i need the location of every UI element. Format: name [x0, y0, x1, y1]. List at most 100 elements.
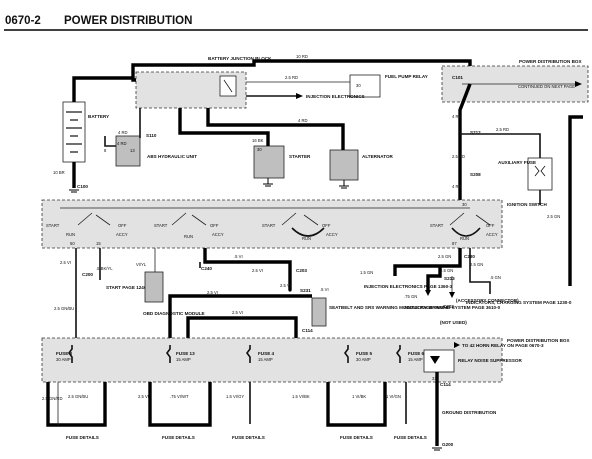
- wire-label: 1 VI/GN: [386, 394, 401, 399]
- pin-label: 13: [130, 148, 135, 153]
- switch-contact-4: [449, 212, 491, 226]
- wire-battery-positive: [72, 76, 133, 102]
- obd-diagnostic-module: [144, 271, 164, 303]
- wire-abs-2: [104, 136, 116, 147]
- page-code: 0670-2: [5, 15, 41, 27]
- horn-relay-label: TO 42 HORN RELAY ON PAGE 0670-3: [462, 343, 544, 348]
- power-distribution-box-top: [441, 65, 589, 103]
- accessory-label: (ACCESSORY CONNECTOR): [456, 298, 519, 303]
- switch-label-accy: ACCY: [326, 232, 338, 237]
- pin-label: 15: [96, 241, 101, 246]
- fuse-4-label: FUSE 4: [258, 351, 275, 356]
- abs-hydraulic-unit-label: ABS HYDRAULIC UNIT: [147, 154, 197, 159]
- fuse-details-label: FUSE DETAILS: [340, 435, 373, 440]
- wire-label: 2.5 VI: [207, 290, 218, 295]
- connector-label: S208: [470, 172, 481, 177]
- arrow-right-icon: [575, 81, 582, 87]
- switch-label-start: START: [154, 223, 168, 228]
- connector-label: C203: [296, 268, 307, 273]
- ignition-switch: [41, 199, 503, 249]
- fuse-8-output: [46, 382, 107, 427]
- wire-abs-branch: [426, 266, 442, 290]
- switch-label-run: RUN: [66, 232, 75, 237]
- wire-label: 2.5 GN: [470, 262, 483, 267]
- wire-label: 2.5 GN: [438, 254, 451, 259]
- wire-label: 1.5 VI/GY: [226, 394, 244, 399]
- fuse-4-rating: 15 AMP: [258, 357, 273, 362]
- battery-symbol: [62, 101, 86, 163]
- relay-noise-suppressor: [423, 349, 455, 373]
- switch-label-run: RUN: [184, 234, 193, 239]
- connector-label: C200: [82, 272, 93, 277]
- fuel-pump-relay: [349, 74, 381, 98]
- switch-label-start: START: [46, 223, 60, 228]
- wire-label: 2.5 GN/BU: [68, 394, 88, 399]
- wire-main-red: [131, 59, 472, 82]
- wire-label: 4 RD: [452, 114, 462, 119]
- wire-label: .5 GN: [490, 275, 501, 280]
- wire-label: .5 VI: [320, 287, 329, 292]
- ignition-switch-label: IGNITION SWITCH: [507, 202, 547, 207]
- connector-label: C240: [201, 266, 212, 271]
- wire-label: 2.5 RD: [496, 127, 509, 132]
- switch-label-off: OFF: [118, 223, 127, 228]
- wire-fuse13-feed: [168, 294, 290, 340]
- wire-label: 4 RD: [118, 130, 128, 135]
- wire-label: 2.5 VI: [138, 394, 149, 399]
- wire-pdb-to-ignition: [458, 83, 472, 204]
- wire-label: .75 VI/WT: [170, 394, 189, 399]
- starter-label: STARTER: [289, 154, 311, 159]
- auxiliary-fuse-label: AUXILIARY FUSE: [498, 160, 536, 165]
- junction-fuse-link: [223, 79, 233, 93]
- wire-label: VI/YL: [136, 262, 147, 267]
- not-used-label: (NOT USED): [440, 320, 467, 325]
- wire-label: .5 BK/YL: [96, 266, 113, 271]
- arrow-down-icon: [425, 290, 431, 296]
- arrow-right-icon: [454, 342, 460, 348]
- switch-contacts: [77, 212, 491, 237]
- arrow-right-icon: [296, 93, 303, 99]
- wire-run-main: [203, 248, 292, 290]
- wire-label: 2.5 VI: [232, 310, 243, 315]
- wire-label: 2.5 GN/RD: [42, 396, 62, 401]
- switch-label-start: START: [262, 223, 276, 228]
- switch-label-off: OFF: [486, 223, 495, 228]
- fuse-5-output: [326, 382, 387, 427]
- obd-module-label: OBD DIAGNOSTIC MODULE: [143, 311, 205, 316]
- wire-87-left: [393, 248, 462, 276]
- wire-fuse4-feed: [186, 316, 298, 340]
- injection-electronics-label: INJECTION ELECTRONICS: [306, 94, 365, 99]
- wire-label: 2.5 GN/BU: [54, 306, 74, 311]
- switch-arc: [451, 227, 481, 237]
- auxiliary-fuse: [527, 157, 553, 191]
- indicators-label: INDICATORS, CHARGING SYSTEM PAGE 1230-0: [466, 300, 572, 305]
- wire-label: 1.5 GN: [360, 270, 373, 275]
- fuse-4-symbol: [246, 345, 251, 363]
- fuse-details-label: FUSE DETAILS: [162, 435, 195, 440]
- switch-contact-3: [281, 212, 319, 226]
- abs-hydraulic-unit: [115, 135, 141, 167]
- fuse-6-symbol: [396, 345, 401, 363]
- wire-label: .5 VI: [234, 254, 243, 259]
- fuse-13-symbol: [166, 345, 171, 363]
- fuse-link-icon: [534, 165, 546, 177]
- fuse-details-label: FUSE DETAILS: [232, 435, 265, 440]
- splice-dot: [438, 274, 442, 278]
- fuse-13-rating: 15 AMP: [176, 357, 191, 362]
- relay-noise-label: RELAY NOISE SUPPRESSOR: [458, 358, 523, 363]
- wire-label: 1 VI/BK: [352, 394, 366, 399]
- battery-junction-block: [135, 71, 247, 109]
- ground-distribution-label: GROUND DISTRIBUTION: [442, 410, 497, 415]
- switch-arc: [291, 227, 325, 237]
- pin-label: 30: [257, 147, 262, 152]
- fuse-8-symbol: [68, 345, 73, 363]
- switch-label-run: RUN: [460, 236, 469, 241]
- switch-contact-2: [171, 212, 207, 226]
- wire-right-green: [568, 115, 583, 286]
- wire-indicators: [469, 248, 491, 294]
- power-distribution-box-mid-label: POWER DISTRIBUTION BOX: [507, 338, 570, 343]
- connector-label: C114: [440, 382, 451, 387]
- pin-label: 50: [70, 241, 75, 246]
- switch-label-accy: ACCY: [116, 232, 128, 237]
- wire-label: 2.5 VI: [280, 283, 291, 288]
